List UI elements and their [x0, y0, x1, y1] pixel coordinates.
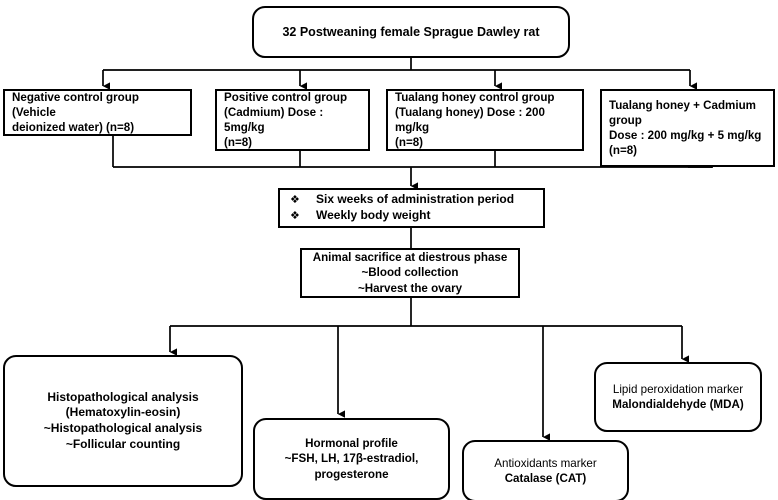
administration-item-1-label: Six weeks of administration period [316, 192, 515, 207]
lipid-emphasis: Malondialdehyde (MDA) [612, 398, 744, 411]
group2-line-3: (n=8) [224, 136, 253, 150]
sacrifice-line-3: ~Harvest the ovary [357, 281, 463, 295]
node-positive-control-group: Positive control group (Cadmium) Dose : … [215, 89, 370, 151]
study-population-label: 32 Postweaning female Sprague Dawley rat [282, 24, 540, 39]
node-lipid-peroxidation-marker: Lipid peroxidation marker Malondialdehyd… [594, 362, 762, 432]
antioxidants-emphasis: Catalase (CAT) [504, 472, 587, 485]
sacrifice-line-1: Animal sacrifice at diestrous phase [312, 251, 508, 265]
administration-item-1: ❖ Six weeks of administration period [290, 192, 514, 208]
sacrifice-line-2: ~Blood collection [361, 266, 459, 280]
group1-line-1: Negative control group (Vehicle [12, 90, 139, 119]
diamond-bullet-icon: ❖ [290, 210, 300, 222]
group4-line-1: Tualang honey + Cadmium [609, 98, 756, 112]
group3-line-3: (n=8) [395, 136, 424, 150]
node-administration-period: ❖ Six weeks of administration period ❖ W… [278, 188, 545, 228]
node-tualang-honey-cadmium-group: Tualang honey + Cadmium group Dose : 200… [600, 89, 775, 167]
node-study-population: 32 Postweaning female Sprague Dawley rat [252, 6, 570, 58]
administration-item-2: ❖ Weekly body weight [290, 208, 430, 224]
histopathological-line-4: ~Follicular counting [65, 436, 181, 451]
group2-line-1: Positive control group [224, 90, 348, 104]
histopathological-line-1: Histopathological analysis [47, 389, 199, 404]
hormonal-line-2: ~FSH, LH, 17β-estradiol, [284, 452, 419, 466]
group1-line-2: deionized water) (n=8) [12, 121, 135, 135]
hormonal-line-1: Hormonal profile [305, 437, 398, 451]
node-animal-sacrifice: Animal sacrifice at diestrous phase ~Blo… [300, 248, 520, 298]
antioxidants-title: Antioxidants marker [494, 456, 597, 470]
node-negative-control-group: Negative control group (Vehicle deionize… [3, 89, 192, 136]
group4-line-2: group [609, 113, 642, 127]
hormonal-line-3: progesterone [314, 467, 389, 481]
node-hormonal-profile: Hormonal profile ~FSH, LH, 17β-estradiol… [253, 418, 450, 500]
node-antioxidants-marker: Antioxidants marker Catalase (CAT) [462, 440, 629, 500]
node-tualang-honey-control-group: Tualang honey control group (Tualang hon… [386, 89, 584, 151]
histopathological-line-3: ~Histopathological analysis [43, 421, 203, 435]
histopathological-line-2: (Hematoxylin-eosin) [65, 405, 181, 420]
group3-line-2: (Tualang honey) Dose : 200 mg/kg [395, 105, 545, 134]
group3-line-1: Tualang honey control group [395, 90, 555, 104]
administration-item-2-label: Weekly body weight [316, 208, 431, 222]
node-histopathological-analysis: Histopathological analysis (Hematoxylin-… [3, 355, 243, 487]
group2-line-2: (Cadmium) Dose : 5mg/kg [224, 105, 324, 134]
group4-line-3: Dose : 200 mg/kg + 5 mg/kg [609, 129, 762, 142]
lipid-title: Lipid peroxidation marker [612, 382, 744, 396]
group4-line-4: (n=8) [609, 144, 638, 158]
diamond-bullet-icon: ❖ [290, 194, 300, 207]
